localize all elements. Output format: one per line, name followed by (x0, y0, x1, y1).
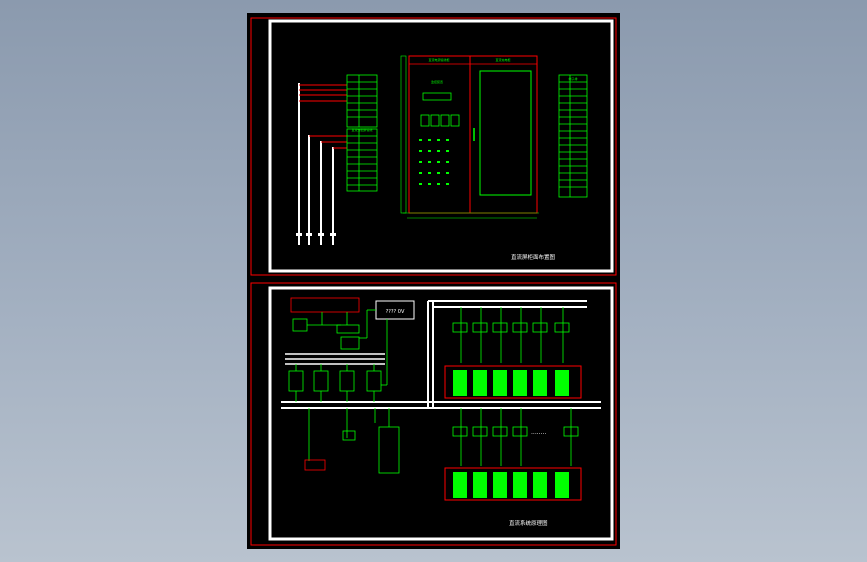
sheet-border-top (268, 19, 614, 273)
drawing-canvas[interactable]: 直流分配屏馈线 (247, 13, 620, 549)
feeder-group-2: ........ (444, 408, 582, 501)
right-terminal-table (558, 74, 588, 198)
cable-bundle-left (298, 83, 334, 245)
left-cabinet-title: 直流电源馈线柜 (428, 57, 449, 62)
dc-bus-bars (281, 300, 601, 409)
sheet-frame-bottom (250, 282, 617, 546)
left-terminal-table (346, 74, 378, 192)
left-cabinet-meters (420, 114, 460, 127)
panel-sheet-title: 直流屏柜面布置图 (511, 253, 556, 261)
right-cabinet-title: 直流充电柜 (495, 57, 510, 62)
sheet-border-bottom (268, 286, 614, 541)
charger-label: ???? 0V (386, 309, 405, 315)
battery-box (304, 459, 326, 471)
system-sheet-title: 直流系统原理图 (509, 519, 548, 527)
cable-feeders-left (299, 84, 347, 149)
right-table-header: 端子排 (568, 76, 577, 81)
screen-label: 监控装置 (431, 79, 443, 84)
cable-ends (296, 233, 336, 236)
feeder-dots: ........ (531, 429, 546, 436)
left-table-header: 直流分配屏馈线 (351, 127, 372, 132)
rectifier-modules (288, 319, 388, 402)
feeder-terminal-block-2 (444, 467, 582, 501)
cabinet-pair: 直流电源馈线柜 直流充电柜 监控装置 (400, 55, 539, 219)
feeder-terminal-block-1 (444, 365, 582, 399)
monitor-screen (422, 92, 452, 101)
sheet-system-diagram: ???? 0V (250, 282, 617, 546)
sheet-frame-top (250, 17, 617, 276)
feeder-group-1 (444, 307, 582, 399)
ac-input-section: ???? 0V (290, 297, 415, 350)
battery-section (308, 408, 400, 474)
sheet-panel-layout: 直流分配屏馈线 (250, 17, 617, 276)
left-cabinet-switches (419, 139, 449, 185)
right-cabinet-door (479, 70, 532, 196)
charger-ac-bus (285, 353, 385, 365)
